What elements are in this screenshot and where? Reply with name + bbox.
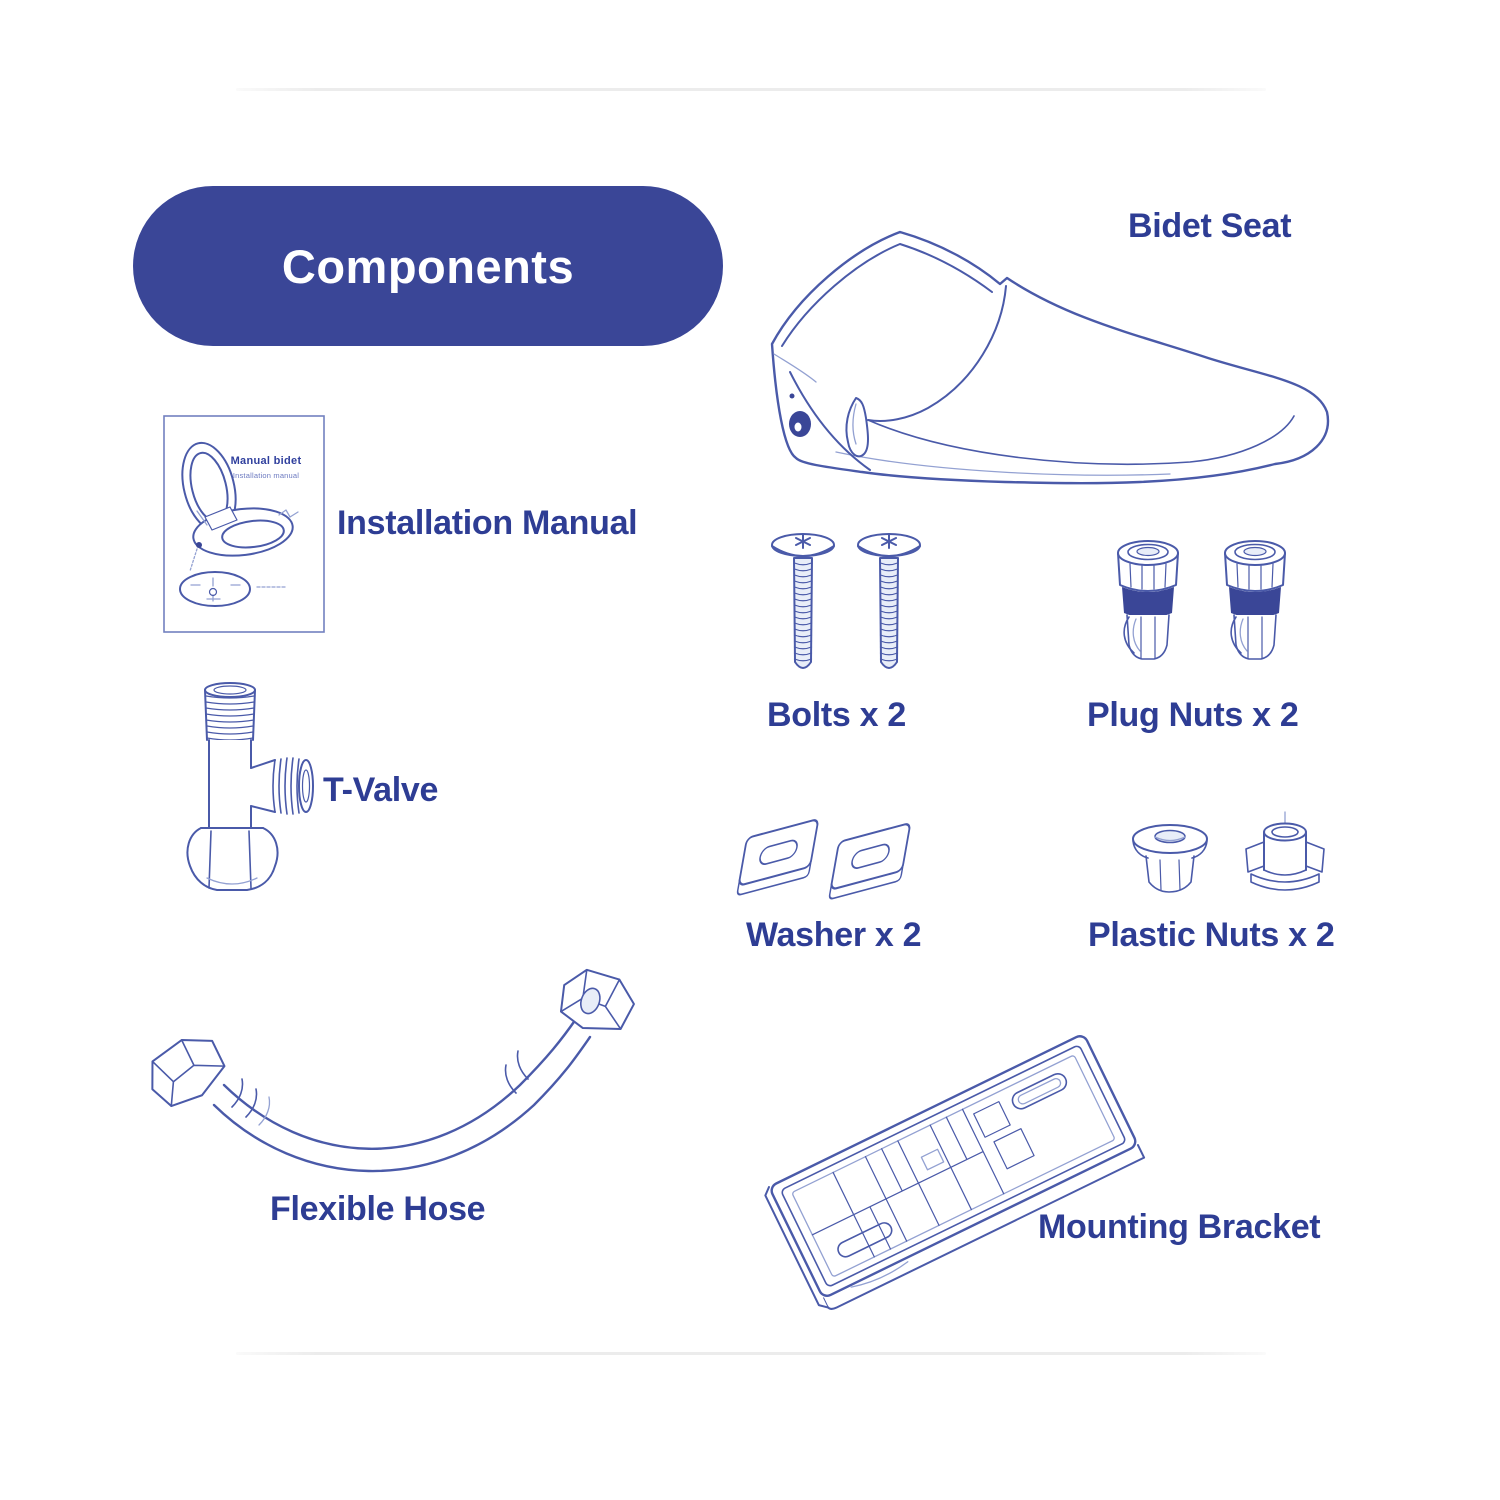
top-divider [236, 88, 1266, 91]
flexible-hose-label: Flexible Hose [270, 1190, 486, 1228]
mounting-bracket-label: Mounting Bracket [1038, 1208, 1321, 1246]
plug-nuts-label: Plug Nuts x 2 [1087, 696, 1299, 734]
plastic-nuts-label: Plastic Nuts x 2 [1088, 916, 1335, 954]
seat-lever [845, 397, 869, 458]
bolt-1 [771, 533, 835, 669]
plastic-nut-2 [1245, 811, 1325, 891]
bolts-label: Bolts x 2 [767, 696, 907, 734]
bidet-seat-label: Bidet Seat [1128, 207, 1292, 245]
washers-illustration [733, 808, 933, 903]
washers-drawing [736, 819, 911, 900]
bracket-slot-top [1011, 1072, 1068, 1110]
plastic-nut-1 [1132, 824, 1208, 893]
washer-1 [736, 819, 819, 896]
manual-cover-subtitle: Installation manual [233, 471, 299, 480]
plastic-nuts-drawing [1132, 811, 1325, 893]
flexible-hose-illustration [128, 955, 635, 1200]
plug-nut-1 [1117, 540, 1179, 660]
bracket-slot-bottom [837, 1222, 893, 1258]
bolt-2 [857, 533, 921, 669]
plastic-nuts-illustration [1122, 810, 1337, 905]
manual-open-bidet-drawing [179, 441, 299, 607]
installation-manual-illustration: Manual bidet Installation manual [163, 415, 325, 633]
manual-cover-title: Manual bidet [231, 455, 302, 467]
t-valve-drawing [186, 682, 314, 891]
hose-nut-left [151, 1039, 226, 1108]
washer-2 [828, 823, 911, 900]
page-title: Components [281, 239, 575, 293]
mounting-bracket-drawing [764, 1035, 1146, 1310]
plug-nut-2 [1224, 540, 1286, 660]
washer-label: Washer x 2 [746, 916, 922, 954]
bidet-seat-illustration [770, 224, 1335, 489]
plug-nuts-illustration [1112, 537, 1292, 677]
bolts-drawing [771, 533, 921, 669]
components-title-badge: Components [133, 186, 723, 346]
bottom-divider [236, 1352, 1266, 1355]
plug-nuts-drawing [1117, 540, 1286, 660]
mounting-bracket-illustration [755, 1033, 1150, 1318]
installation-manual-label: Installation Manual [337, 504, 638, 542]
bidet-seat-drawing [770, 230, 1330, 485]
bolts-illustration [765, 532, 940, 682]
hose-nut-right [559, 968, 635, 1030]
t-valve-illustration [185, 680, 325, 895]
manual-cover-drawing: Manual bidet Installation manual [163, 415, 325, 633]
flexible-hose-drawing [151, 968, 635, 1173]
t-valve-label: T-Valve [323, 771, 439, 809]
